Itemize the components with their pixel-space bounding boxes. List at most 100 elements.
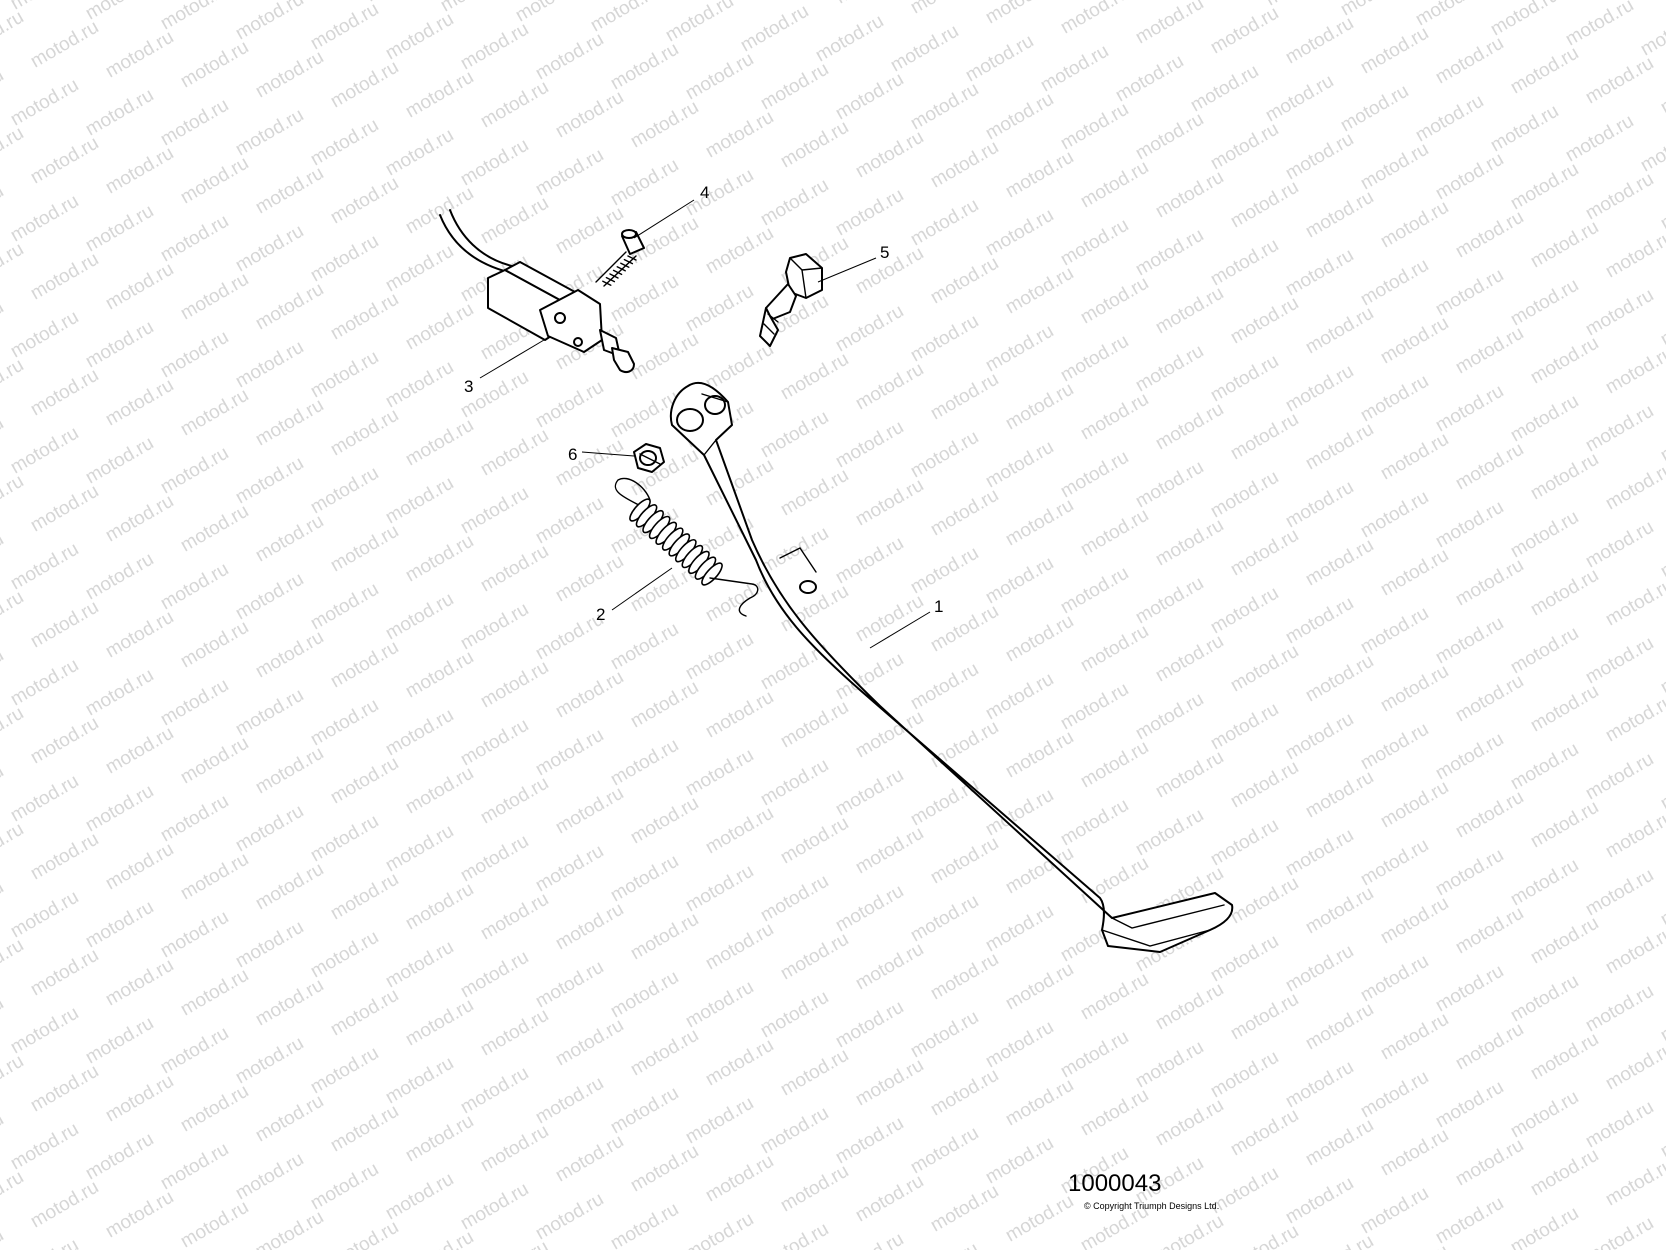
watermark-text: motod.ru bbox=[382, 589, 457, 645]
watermark-text: motod.ru bbox=[702, 223, 777, 279]
watermark-text: motod.ru bbox=[327, 985, 402, 1041]
watermark-text: motod.ru bbox=[1207, 119, 1282, 175]
watermark-text: motod.ru bbox=[457, 1179, 532, 1235]
watermark-text: motod.ru bbox=[402, 879, 477, 935]
watermark-text: motod.ru bbox=[1302, 1231, 1377, 1250]
watermark-text: motod.ru bbox=[0, 1051, 27, 1107]
watermark-text: motod.ru bbox=[477, 1005, 552, 1061]
watermark-text: motod.ru bbox=[232, 453, 307, 509]
watermark-text: motod.ru bbox=[157, 907, 232, 963]
watermark-text: motod.ru bbox=[832, 765, 907, 821]
watermark-text: motod.ru bbox=[402, 531, 477, 587]
watermark-text: motod.ru bbox=[532, 493, 607, 549]
watermark-text: motod.ru bbox=[1057, 447, 1132, 503]
watermark-text: motod.ru bbox=[402, 763, 477, 819]
watermark-text: motod.ru bbox=[1452, 1135, 1527, 1191]
watermark-text: motod.ru bbox=[832, 997, 907, 1053]
watermark-text: motod.ru bbox=[1582, 517, 1657, 573]
watermark-text: motod.ru bbox=[982, 901, 1057, 957]
watermark-text: motod.ru bbox=[982, 1133, 1057, 1189]
watermark-text: motod.ru bbox=[1657, 759, 1666, 815]
watermark-text: motod.ru bbox=[477, 657, 552, 713]
watermark-text: motod.ru bbox=[1152, 399, 1227, 455]
watermark-text: motod.ru bbox=[1487, 101, 1562, 157]
watermark-text: motod.ru bbox=[757, 407, 832, 463]
watermark-text: motod.ru bbox=[1132, 689, 1207, 745]
watermark-text: motod.ru bbox=[552, 899, 627, 955]
watermark-text: motod.ru bbox=[102, 839, 177, 895]
watermark-text: motod.ru bbox=[927, 717, 1002, 773]
watermark-text: motod.ru bbox=[982, 437, 1057, 493]
watermark-text: motod.ru bbox=[1282, 941, 1357, 997]
watermark-text: motod.ru bbox=[307, 695, 382, 751]
watermark-text: motod.ru bbox=[177, 849, 252, 905]
watermark-text: motod.ru bbox=[927, 485, 1002, 541]
watermark-text: motod.ru bbox=[1132, 341, 1207, 397]
watermark-text: motod.ru bbox=[532, 1189, 607, 1245]
watermark-text: motod.ru bbox=[7, 191, 82, 247]
watermark-text: motod.ru bbox=[1527, 1029, 1602, 1085]
watermark-text: motod.ru bbox=[82, 549, 157, 605]
watermark-text: motod.ru bbox=[1602, 459, 1666, 515]
watermark-text: motod.ru bbox=[1377, 545, 1452, 601]
watermark-text: motod.ru bbox=[102, 955, 177, 1011]
watermark-text: motod.ru bbox=[102, 27, 177, 83]
watermark-text: motod.ru bbox=[1432, 613, 1507, 669]
watermark-text: motod.ru bbox=[1602, 923, 1666, 979]
watermark-text: motod.ru bbox=[1207, 583, 1282, 639]
watermark-text: motod.ru bbox=[607, 271, 682, 327]
leader-line-2 bbox=[611, 567, 673, 611]
watermark-text: motod.ru bbox=[1227, 1221, 1302, 1250]
watermark-text: motod.ru bbox=[812, 11, 887, 67]
watermark-text: motod.ru bbox=[252, 279, 327, 335]
watermark-text: motod.ru bbox=[832, 0, 907, 8]
watermark-text: motod.ru bbox=[662, 0, 737, 46]
watermark-text: motod.ru bbox=[327, 1101, 402, 1157]
watermark-text: motod.ru bbox=[1507, 275, 1582, 331]
watermark-text: motod.ru bbox=[0, 355, 27, 411]
watermark-text: motod.ru bbox=[252, 1207, 327, 1250]
watermark-text: motod.ru bbox=[477, 889, 552, 945]
watermark-text: motod.ru bbox=[627, 1141, 702, 1197]
watermark-text: motod.ru bbox=[552, 87, 627, 143]
watermark-text: motod.ru bbox=[177, 153, 252, 209]
watermark-text: motod.ru bbox=[532, 841, 607, 897]
watermark-text: motod.ru bbox=[532, 29, 607, 85]
watermark-text: motod.ru bbox=[627, 909, 702, 965]
watermark-text: motod.ru bbox=[1282, 1173, 1357, 1229]
watermark-text: motod.ru bbox=[682, 281, 757, 337]
watermark-text: motod.ru bbox=[102, 1187, 177, 1243]
watermark-text: motod.ru bbox=[0, 587, 27, 643]
watermark-text: motod.ru bbox=[702, 107, 777, 163]
watermark-text: motod.ru bbox=[102, 491, 177, 547]
watermark-text: motod.ru bbox=[1377, 1009, 1452, 1065]
watermark-text: motod.ru bbox=[852, 591, 927, 647]
watermark-text: motod.ru bbox=[327, 57, 402, 113]
watermark-text: motod.ru bbox=[757, 175, 832, 231]
watermark-text: motod.ru bbox=[327, 173, 402, 229]
watermark-text: motod.ru bbox=[1452, 323, 1527, 379]
watermark-text: motod.ru bbox=[607, 1199, 682, 1250]
watermark-text: motod.ru bbox=[1432, 33, 1507, 89]
watermark-text: motod.ru bbox=[927, 949, 1002, 1005]
watermark-text: motod.ru bbox=[252, 1091, 327, 1147]
watermark-text: motod.ru bbox=[1377, 313, 1452, 369]
watermark-text: motod.ru bbox=[457, 135, 532, 191]
watermark-text: motod.ru bbox=[457, 947, 532, 1003]
thread-mark bbox=[602, 280, 612, 286]
watermark-text: motod.ru bbox=[232, 105, 307, 161]
watermark-text: motod.ru bbox=[1527, 333, 1602, 389]
watermark-text: motod.ru bbox=[1657, 63, 1666, 119]
watermark-text: motod.ru bbox=[1077, 621, 1152, 677]
watermark-text: motod.ru bbox=[607, 967, 682, 1023]
watermark-text: motod.ru bbox=[177, 1197, 252, 1250]
watermark-text: motod.ru bbox=[307, 0, 382, 54]
watermark-text: motod.ru bbox=[907, 427, 982, 483]
watermark-text: motod.ru bbox=[1507, 1087, 1582, 1143]
watermark-text: motod.ru bbox=[307, 1043, 382, 1099]
watermark-text: motod.ru bbox=[702, 1035, 777, 1091]
watermark-text: motod.ru bbox=[1507, 855, 1582, 911]
watermark-text: motod.ru bbox=[1282, 361, 1357, 417]
watermark-text: motod.ru bbox=[157, 1139, 232, 1195]
watermark-text: motod.ru bbox=[0, 123, 27, 179]
